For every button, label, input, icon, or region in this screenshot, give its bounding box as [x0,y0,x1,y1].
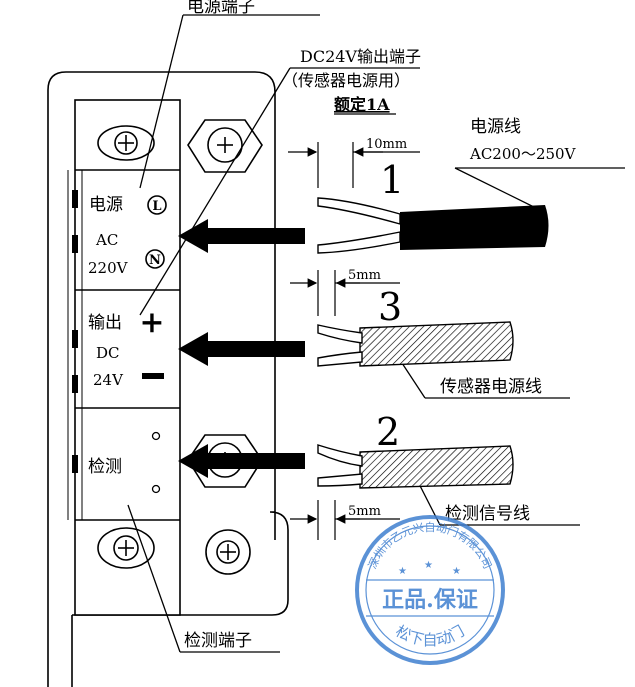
stamp-bottom-textpath: 松下自动门 [393,622,468,649]
sensor-power-cable-label: 传感器电源线 [440,377,542,397]
detect-dot-top [151,431,161,441]
detect-signal-cable [317,444,514,489]
strip-length-2: 5mm [348,504,381,519]
n-symbol-icon: N [145,249,165,269]
output-label: 输出 [88,313,122,333]
power-label: 电源 [89,195,123,215]
cable-number-3: 3 [378,285,402,329]
rated-label: 额定1A [334,95,390,114]
strip-dim-3 [290,270,400,316]
l-symbol: L [152,199,161,214]
company-stamp: 深圳市乙元兴自动门有限公司 ★ ★ ★ 正品.保证 松下自动门 [355,515,505,665]
output-volt: 24V [93,371,124,389]
side-clips [72,190,78,473]
enclosure-panel [47,71,289,687]
minus-symbol [142,373,164,379]
strip-length-1: 10mm [366,137,407,152]
detect-dot-bottom [151,484,161,494]
stamp-bottom-text: 松下自动门 [393,622,468,649]
l-symbol-icon: L [147,195,167,215]
stamp-star-1: ★ [398,566,407,577]
insert-arrow-detect [178,444,305,478]
power-terminal-label: 电源端子 [187,0,255,17]
n-symbol: N [149,253,161,268]
power-voltage-label: AC200～250V [469,145,577,163]
sensor-power-cable [317,321,514,367]
bottom-screw-left-icon [97,527,155,569]
detect-label: 检测 [88,457,122,477]
sensor-power-paren-label: （传感器电源用） [282,71,410,90]
plus-symbol: + [139,305,164,340]
stamp-center-text: 正品.保证 [382,587,478,613]
stamp-star-2: ★ [424,560,433,571]
strip-dim-2 [290,500,400,540]
cable-number-1: 1 [380,158,404,202]
insert-arrow-power [178,219,305,253]
power-volt: 220V [88,259,129,277]
dc-output-terminal-label: DC24V输出端子 [300,47,421,66]
detect-terminal-label: 检测端子 [184,631,252,651]
power-ac: AC [95,231,118,249]
bottom-screw-right-icon [205,529,251,575]
strip-length-3: 5mm [348,268,381,283]
hex-bolt-icon [187,119,263,173]
insert-arrow-output [178,332,305,366]
power-cable-label: 电源线 [470,117,521,137]
terminal-block [67,99,181,616]
output-dc: DC [96,344,120,362]
top-screw-icon [97,125,155,161]
cable-number-2: 2 [376,410,400,454]
strip-dim-1 [288,142,420,188]
stamp-star-3: ★ [452,566,461,577]
power-cable [317,197,549,254]
detect-signal-cable-label: 检测信号线 [445,504,530,524]
